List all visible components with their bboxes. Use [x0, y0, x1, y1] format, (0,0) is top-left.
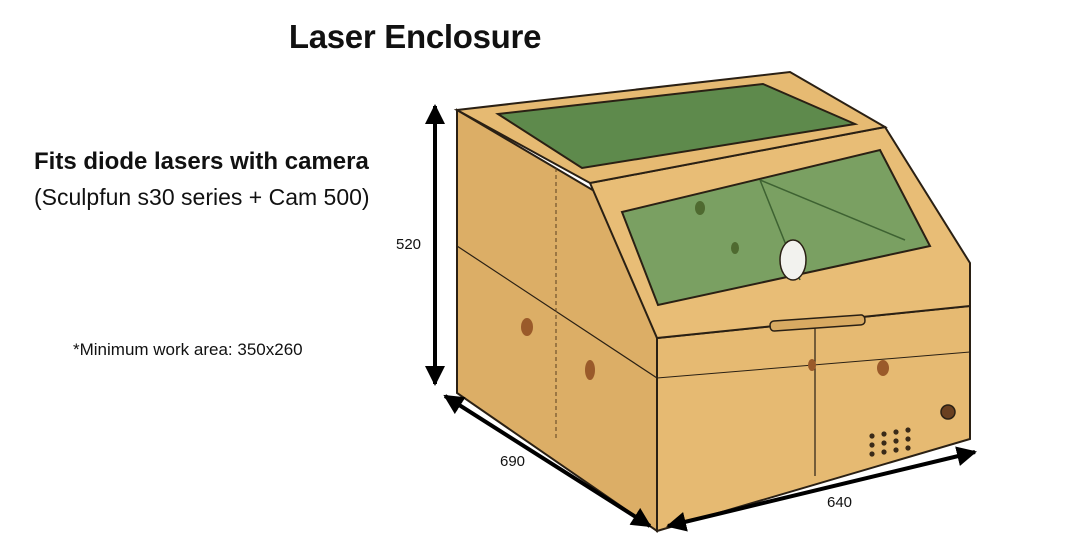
fits-heading: Fits diode lasers with camera [34, 148, 369, 175]
work-area-note: *Minimum work area: 350x260 [73, 340, 303, 359]
lid-handle [769, 314, 866, 332]
depth-dimension-arrow [443, 394, 652, 528]
height-label: 520 [396, 236, 422, 253]
width-dimension-arrow [666, 446, 977, 532]
width-label: 640 [827, 494, 853, 511]
front-window [620, 148, 932, 307]
top-window [495, 82, 859, 170]
depth-label: 690 [500, 453, 526, 470]
power-port [940, 404, 956, 420]
compatibility-text: (Sculpfun s30 series + Cam 500) [34, 184, 370, 210]
page-title: Laser Enclosure [288, 18, 542, 55]
front-lower-panel [656, 304, 971, 533]
camera-port [779, 239, 807, 281]
